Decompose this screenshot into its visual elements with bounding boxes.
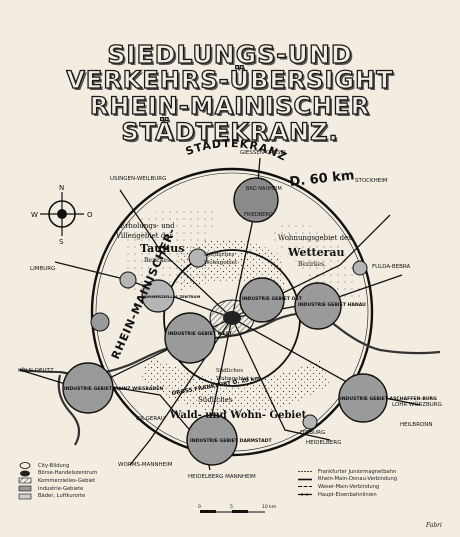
title-line-2: VERKEHRS-ÜBERSIGHT: [66, 65, 394, 94]
south-big-1: Südliches: [198, 396, 233, 404]
north-wohn-1: Nördliches: [204, 252, 235, 258]
legend-weser-main-text: Weser-Main-Verbindung: [318, 483, 380, 490]
label-heidelberg: HEIDELBERG: [306, 440, 341, 446]
river-main: [59, 312, 441, 376]
center-aschaffenburg: [338, 373, 388, 423]
center-ost: [239, 277, 285, 323]
label-friedberg: FRIEDBERG: [244, 212, 273, 218]
label-heidelberg-mannheim: HEIDELBERG MANNHEIM: [188, 474, 256, 480]
label-lohr: LOHR WÜRZBURG: [392, 401, 442, 408]
signature: Fabri: [425, 522, 442, 529]
river-rhein: [57, 374, 81, 446]
label-worms: WORMS-MANNHEIM: [118, 462, 173, 468]
legend-kommerziell-text: Kommerzielles-Gebiet: [38, 477, 96, 484]
legend-boerse: Börse-Handelszentrum: [16, 470, 216, 478]
compass-s: S: [59, 238, 64, 246]
compass-rose: N S W O: [31, 184, 93, 246]
south-big-2: Wald- und Wohn- Gebiet: [169, 410, 307, 421]
taunus-text-4: Bezirkes.: [144, 257, 172, 264]
compass-n: N: [59, 184, 64, 192]
south-wohn-1: Südliches: [216, 368, 243, 374]
small-center-fulda: [352, 260, 368, 276]
label-gr-gerau: GR.GERAU: [136, 416, 165, 422]
north-wohn-2: Wohngebiet: [204, 260, 238, 266]
label-limburg: LIMBURG: [30, 266, 55, 272]
taunus-text-2: Villengebiet des: [115, 232, 173, 240]
legend-industrie-text: Industrie-Gebiete: [38, 485, 84, 492]
small-center-taunus: [188, 248, 208, 268]
label-center-ost: INDUSTRIE GEBIET OST: [242, 296, 303, 302]
industrial-centers: [62, 177, 388, 466]
small-center-koeln: [90, 312, 110, 332]
legend-baeder: Bäder, Luftkurorte: [16, 492, 216, 500]
legend-rhein-main-donau-text: Rhein-Main-Donau-Verbindung: [318, 476, 398, 483]
legend-weser-main: Weser-Main-Verbindung: [296, 483, 456, 491]
label-center-kommerzielles: KOMMERZIELLES ZENTRUM: [142, 294, 200, 299]
wetterau-text-1: Wohnungsgebiet des: [278, 234, 352, 242]
legend-city-text: City-Bildung: [38, 462, 70, 469]
legend-eisenbahn-text: Haupt-Eisenbahnlinien: [318, 491, 377, 498]
legend-right: Frankfurter Juniormagnetbahn Rhein-Main-…: [296, 468, 456, 498]
label-koeln: KÖLN-DEUTZ: [18, 367, 54, 374]
scale-zero: 0: [198, 504, 201, 510]
wetterau-text-3: Bezirkes.: [298, 261, 326, 268]
scale-mid: 5: [230, 504, 233, 510]
city-core: [223, 311, 241, 325]
label-stockheim: STOCKHEIM: [355, 178, 388, 184]
scale-end: 10 km: [262, 504, 276, 510]
center-hanau: [294, 282, 342, 330]
legend-juniorbahn: Frankfurter Juniormagnetbahn: [296, 468, 456, 476]
label-usingen: USINGEN-WEILBURG: [110, 176, 166, 182]
legend-rhein-main-donau: Rhein-Main-Donau-Verbindung: [296, 476, 456, 484]
scale-bar: 0 5 10 km: [198, 504, 276, 513]
legend-baeder-text: Bäder, Luftkurorte: [38, 493, 86, 500]
title-line-4: STÄDTEKRANZ.: [121, 117, 339, 146]
taunus-dots: [120, 207, 215, 290]
wetterau-dots: [268, 220, 362, 310]
south-wohn-2: Wohngebiet: [216, 376, 250, 382]
title-line-3: RHEIN-MAINISCHER: [89, 91, 371, 120]
center-west: [164, 312, 216, 364]
label-heilbronn: HEILBRONN: [400, 422, 432, 428]
legend-kommerziell: Kommerzielles-Gebiet: [16, 477, 216, 485]
label-fulda: FULDA-BEBRA: [372, 264, 410, 270]
south-dots: [140, 355, 330, 414]
legend-boerse-text: Börse-Handelszentrum: [38, 470, 98, 477]
taunus-text-3: Taunus: [140, 242, 184, 255]
diameter-label: D. 60 km: [289, 168, 355, 190]
taunus-text-1: Erholungs- und: [120, 222, 175, 230]
label-giessen: GIESSEN-CASSEL: [240, 150, 288, 156]
compass-w: W: [31, 211, 38, 219]
legend-left: City-Bildung Börse-Handelszentrum Kommer…: [16, 462, 216, 500]
label-bad-nauheim: BAD NAUHEIM: [246, 186, 282, 192]
center-darmstadt: [186, 414, 238, 466]
label-center-west: INDUSTRIE GEBIET WEST: [168, 331, 233, 337]
label-center-mainz: INDUSTRIE GEBIET MAINZ WIESBADEN: [64, 386, 163, 392]
label-center-hanau: INDUSTRIE GEBIET HANAU: [298, 302, 366, 308]
small-center-dieburg: [302, 414, 318, 430]
label-dieburg: DIEBURG: [300, 430, 325, 436]
river-rhein-upstream: [19, 369, 61, 373]
legend-eisenbahn: Haupt-Eisenbahnlinien: [296, 491, 456, 499]
label-center-aschaffenburg: INDUSTRIE GEBIET ASCHAFFEN-BURG: [340, 396, 437, 402]
center-bad-nauheim: [233, 177, 279, 223]
title-line-1: SIEDLUNGS-UND: [107, 39, 353, 69]
compass-o: O: [87, 211, 93, 219]
small-center-limburg: [119, 271, 137, 289]
center-kommerzielles: [141, 279, 175, 313]
legend-city: City-Bildung: [16, 462, 216, 470]
center-mainz: [62, 362, 114, 414]
legend-industrie: Industrie-Gebiete: [16, 485, 216, 493]
legend-juniorbahn-text: Frankfurter Juniormagnetbahn: [318, 468, 397, 475]
wetterau-text-2: Wetterau: [287, 246, 345, 259]
label-center-darmstadt: INDUSTRIE GEBIET DARMSTADT: [190, 438, 272, 444]
